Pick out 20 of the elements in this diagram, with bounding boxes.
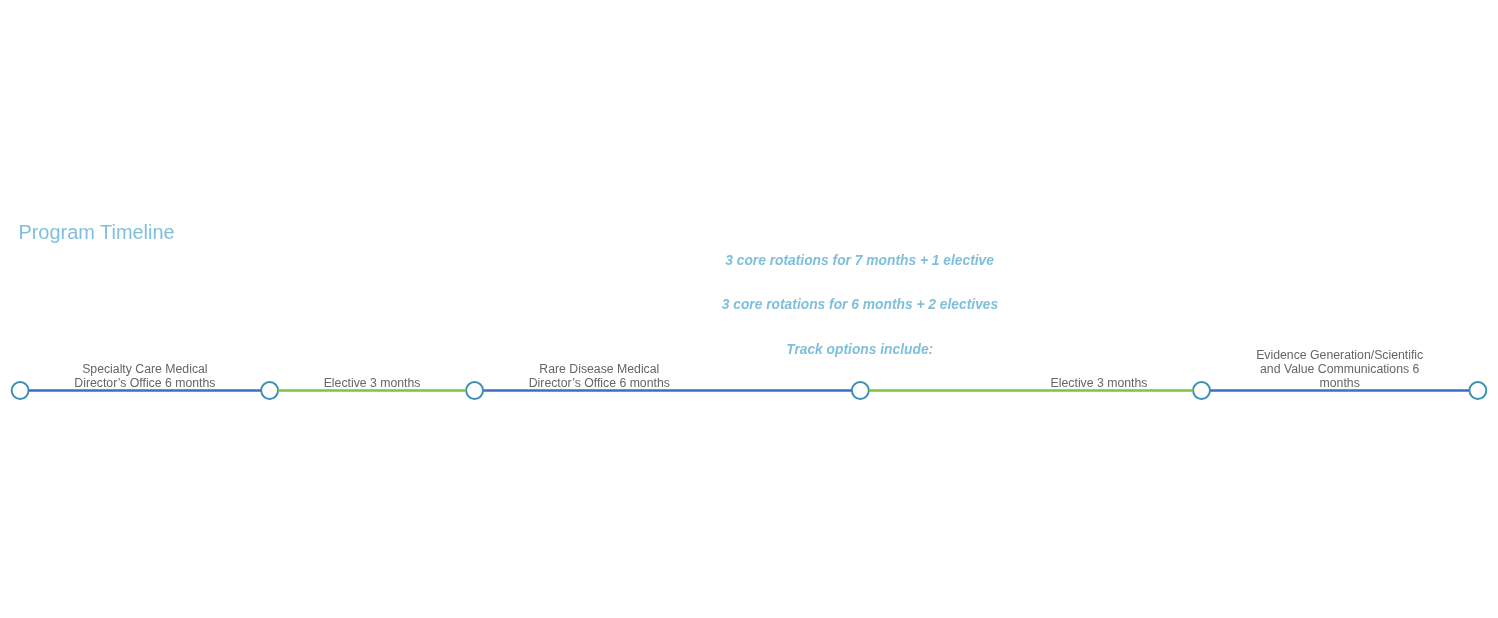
connector <box>1210 388 1470 392</box>
label: 3 core rotations for 6 months + 2 electives <box>721 295 999 312</box>
connector <box>868 388 1193 392</box>
diagram-title: Program Timeline <box>18 220 175 243</box>
connector <box>483 388 852 392</box>
connector <box>278 388 467 392</box>
label: 3 core rotations for 7 months + 1 elective <box>725 251 994 268</box>
edge-label: Elective 3 months <box>1050 374 1148 389</box>
label: Track options include: <box>786 340 934 357</box>
edge-label: Specialty Care Medical Director’s Office 6 months <box>74 361 216 389</box>
node-circle <box>1468 380 1488 400</box>
node-circle <box>850 380 870 400</box>
connector <box>28 388 261 392</box>
edge-label: Elective 3 months <box>323 374 421 389</box>
node-circle <box>1192 380 1211 400</box>
edge-label: Evidence Generation/Scientific and Value Communications 6 months <box>1256 347 1424 389</box>
node-circle <box>465 380 484 400</box>
node-circle <box>10 380 30 400</box>
node-circle <box>260 380 279 400</box>
edge-label: Rare Disease Medical Director’s Office 6 months <box>528 361 670 389</box>
